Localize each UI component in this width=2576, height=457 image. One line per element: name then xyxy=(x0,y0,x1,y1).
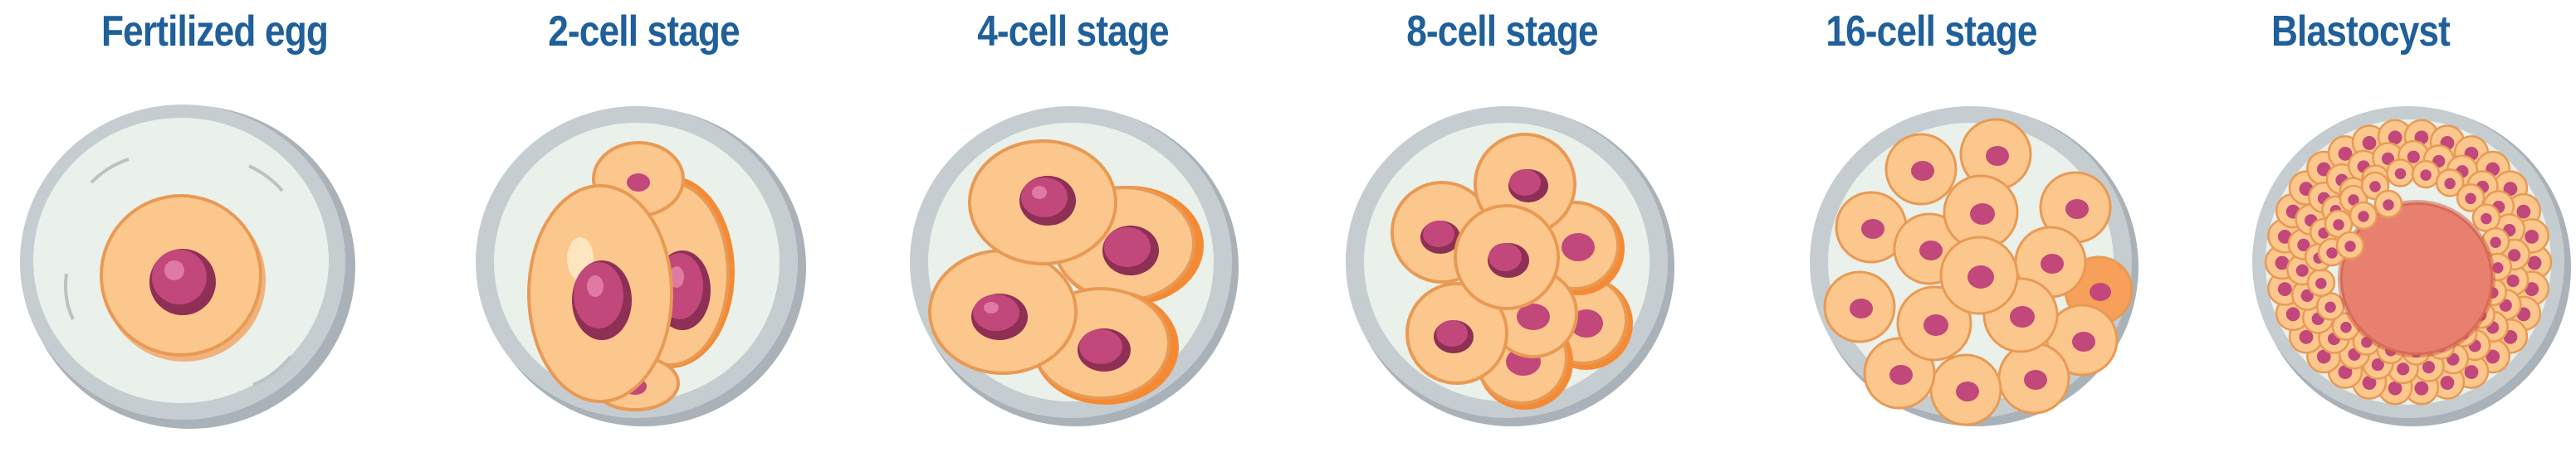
small-cell xyxy=(2373,189,2403,219)
cell xyxy=(1405,282,1508,385)
stage-label: 2-cell stage xyxy=(548,7,740,56)
stage-label: 8-cell stage xyxy=(1406,7,1598,56)
stage-fertilized-egg: Fertilized egg xyxy=(0,0,429,457)
small-cell xyxy=(2324,209,2354,239)
stage-8-cell: 8-cell stage xyxy=(1288,0,1717,457)
stage-label: 4-cell stage xyxy=(977,7,1169,56)
fertilized-egg-illustration xyxy=(20,105,355,429)
small-cell xyxy=(2435,168,2465,197)
small-cell xyxy=(2386,158,2415,187)
nuclei xyxy=(1850,146,2111,401)
small-cell xyxy=(2306,268,2336,297)
stage-label: 16-cell stage xyxy=(1826,7,2037,56)
stage-4-cell: 4-cell stage xyxy=(858,0,1288,457)
small-cell xyxy=(2456,183,2486,212)
stage-2-cell: 2-cell stage xyxy=(429,0,858,457)
cell xyxy=(100,194,266,362)
small-cell xyxy=(2411,159,2441,189)
stage-label: Blastocyst xyxy=(2270,7,2451,56)
cell-cluster xyxy=(1823,118,2134,426)
cell xyxy=(968,139,1117,265)
sixteen-cell-illustration xyxy=(1810,106,2139,426)
eight-cell-illustration xyxy=(1346,106,1674,426)
stage-16-cell: 16-cell stage xyxy=(1717,0,2146,457)
four-cell-illustration xyxy=(910,106,1239,426)
blastocyst-illustration xyxy=(2252,106,2571,426)
cell xyxy=(527,184,673,403)
stage-blastocyst: Blastocyst xyxy=(2146,0,2575,457)
stage-label: Fertilized egg xyxy=(101,7,329,56)
two-cell-illustration xyxy=(476,106,806,426)
small-cell xyxy=(2335,231,2365,260)
small-cell xyxy=(2349,201,2378,231)
cell xyxy=(928,249,1078,375)
cell xyxy=(1454,204,1560,310)
small-cell xyxy=(2315,292,2345,321)
inner-cell-mass xyxy=(2317,171,2403,267)
small-cell xyxy=(2471,203,2501,232)
blastocoel xyxy=(2338,200,2495,357)
